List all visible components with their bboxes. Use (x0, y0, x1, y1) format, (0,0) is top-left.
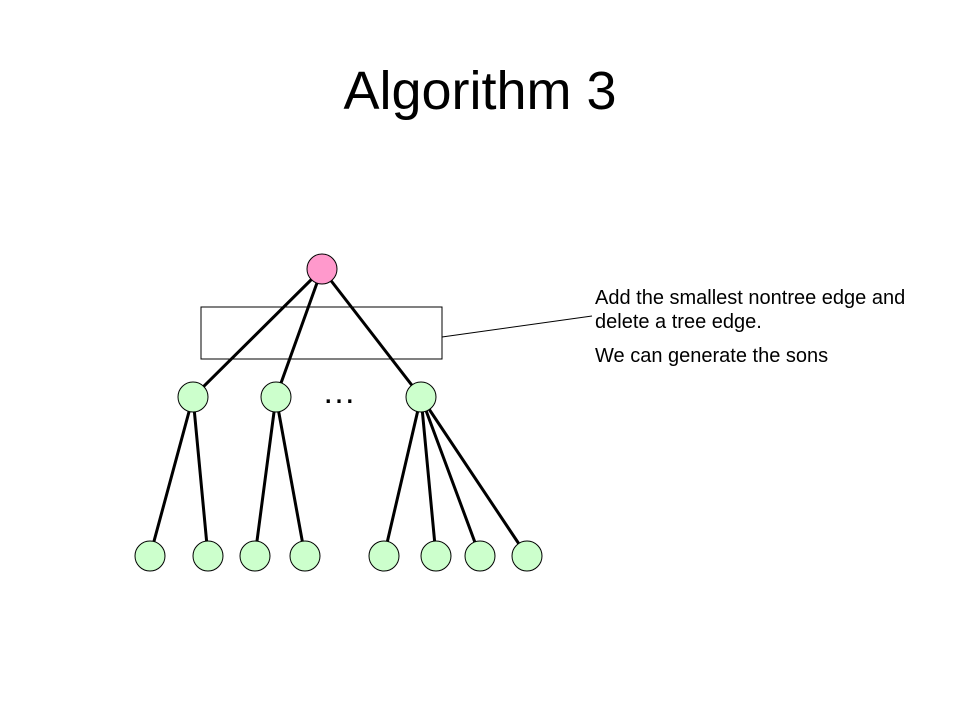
leaf-node-7 (464, 540, 496, 572)
edge-child3-leaf5 (382, 395, 423, 558)
leaf-node-8 (511, 540, 543, 572)
leaf-node-5 (368, 540, 400, 572)
root-node (306, 253, 338, 285)
edge-child2-leaf4 (274, 395, 307, 558)
leaf-node-6 (420, 540, 452, 572)
annotation-line-1: Add the smallest nontree edge and delete… (595, 287, 906, 333)
edge-root-child2 (274, 267, 324, 399)
leaf-node-1 (134, 540, 166, 572)
child-node-3 (405, 381, 437, 413)
leaf-node-3 (239, 540, 271, 572)
edge-child1-leaf1 (148, 395, 195, 558)
edge-root-child1 (191, 267, 324, 399)
child-node-2 (260, 381, 292, 413)
edge-root-child3 (320, 267, 423, 399)
annotation-line-2: We can generate the sons (595, 345, 829, 367)
edge-child3-leaf8 (419, 395, 529, 558)
slide-title: Algorithm 3 (343, 61, 617, 121)
edge-child3-leaf7 (419, 395, 482, 558)
ellipsis-label: … (322, 373, 358, 411)
highlight-box (200, 306, 443, 360)
root-edges (191, 267, 423, 399)
callout-line (441, 315, 593, 338)
edge-child1-leaf2 (191, 395, 210, 558)
leaf-node-2 (192, 540, 224, 572)
edge-child3-leaf6 (419, 395, 438, 558)
annotation-text: Add the smallest nontree edge and delete… (595, 286, 955, 378)
leaf-node-4 (289, 540, 321, 572)
leaf-edges (148, 395, 529, 558)
edge-child2-leaf3 (253, 395, 278, 558)
child-node-1 (177, 381, 209, 413)
